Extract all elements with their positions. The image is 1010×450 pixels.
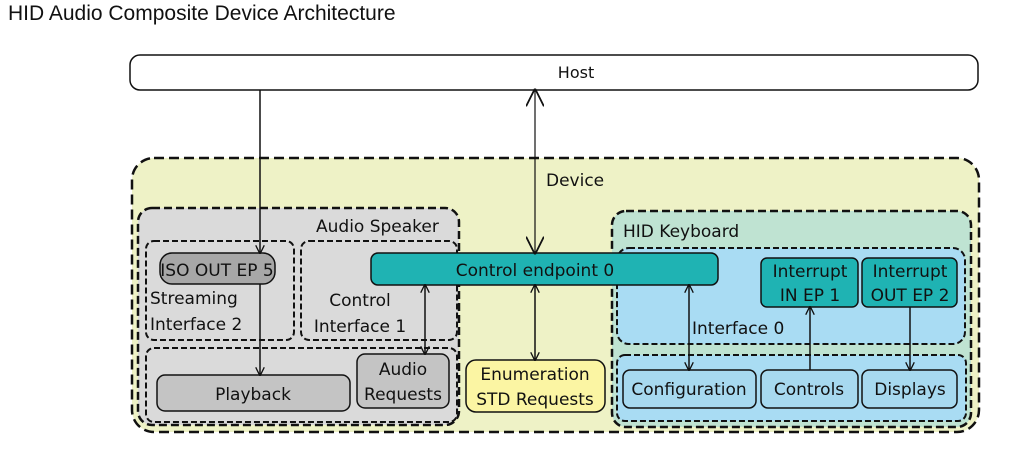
audio-speaker-label: Audio Speaker (316, 217, 439, 237)
control-interface-line1: Control (329, 291, 390, 311)
iso-out-ep-box (159, 252, 276, 285)
interface-0-label: Interface 0 (692, 319, 784, 339)
audio-speaker-group: Audio Speaker ISO OUT EP 5 Streaming Int… (136, 206, 461, 427)
streaming-interface-line1: Streaming (150, 289, 238, 309)
hid-keyboard-label: HID Keyboard (623, 222, 739, 242)
configuration-label: Configuration (631, 380, 746, 400)
displays-label: Displays (874, 380, 946, 400)
enumeration-line2: STD Requests (476, 390, 594, 410)
hid-keyboard-group: HID Keyboard Interrupt IN EP 1 Interrupt… (610, 209, 973, 429)
host-label: Host (558, 63, 594, 82)
controls-label: Controls (774, 380, 844, 400)
control-endpoint-box (370, 252, 719, 286)
interrupt-in-line1: Interrupt (773, 262, 848, 282)
audio-requests-line2: Requests (364, 385, 442, 405)
enumeration-line1: Enumeration (480, 365, 589, 385)
audio-requests-line1: Audio (379, 360, 427, 380)
playback-label: Playback (215, 385, 291, 405)
streaming-interface-line2: Interface 2 (150, 315, 242, 335)
interrupt-out-line1: Interrupt (873, 262, 948, 282)
page-title: HID Audio Composite Device Architecture (8, 2, 396, 25)
connection-arrows (260, 90, 910, 375)
host-box (129, 54, 979, 91)
interrupt-in-line2: IN EP 1 (780, 286, 840, 306)
interrupt-out-line2: OUT EP 2 (871, 286, 950, 306)
control-endpoint-label: Control endpoint 0 (456, 261, 614, 281)
control-interface-line2: Interface 1 (314, 317, 406, 337)
playback-box (156, 374, 351, 412)
device-label: Device (546, 171, 604, 191)
audio-requests-box (356, 353, 450, 409)
iso-out-ep-label: ISO OUT EP 5 (160, 261, 273, 281)
